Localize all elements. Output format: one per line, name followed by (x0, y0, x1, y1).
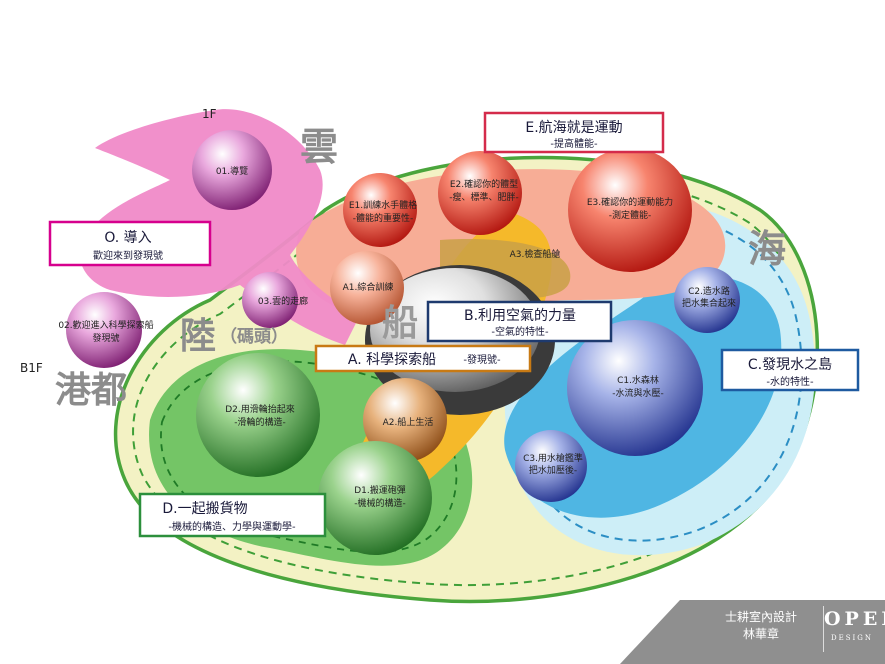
sphere-03[interactable] (242, 272, 298, 328)
box-a-title: A. 科學探索船 (348, 351, 436, 368)
sphere-02[interactable] (66, 292, 142, 368)
floor-label-b1f: B1F (20, 361, 43, 375)
box-o: O. 導入 歡迎來到發現號 (48, 220, 212, 267)
box-a-sub: -發現號- (463, 353, 501, 366)
box-b: B.利用空氣的力量 -空氣的特性- (426, 300, 613, 343)
logo-design: DESIGN (831, 634, 873, 642)
sphere-d2-label: D2.用滑輪抬起來 (225, 403, 295, 415)
box-b-sub: -空氣的特性- (491, 325, 549, 338)
sphere-a2-label: A2.船上生活 (383, 416, 434, 428)
sphere-d1[interactable] (318, 441, 432, 555)
sphere-d1-sub: -機械的構造- (354, 497, 406, 509)
footer-designer: 林華章 (742, 627, 779, 641)
sphere-01-label: 01.導覽 (216, 165, 248, 177)
sphere-02-sub: 發現號 (92, 332, 119, 344)
region-label-ship: 船 (382, 303, 418, 344)
sphere-e3-sub: -測定體能- (609, 209, 652, 221)
sphere-d2-sub: -滑輪的構造- (234, 416, 286, 428)
sphere-c1-sub: -水流與水壓- (612, 387, 664, 399)
box-o-sub: 歡迎來到發現號 (93, 249, 163, 262)
box-c: C.發現水之島 -水的特性- (720, 348, 860, 392)
footer-company: 士耕室內設計 (724, 610, 797, 624)
sphere-a1[interactable] (330, 251, 404, 325)
sphere-e2-sub: -瘦、標準、肥胖- (449, 191, 519, 203)
sphere-c3-sub: 把水加壓後- (529, 464, 577, 476)
sphere-e1[interactable] (343, 173, 417, 247)
sphere-c2-sub: 把水集合起來 (682, 297, 736, 309)
sphere-c2[interactable] (674, 267, 740, 333)
region-label-port: 港都 (55, 370, 127, 411)
box-c-title: C.發現水之島 (748, 357, 832, 373)
sphere-01[interactable] (192, 130, 272, 210)
sphere-e3-label: E3.確認你的運動能力 (587, 196, 673, 208)
sphere-d2[interactable] (196, 353, 320, 477)
footer-credit: 士耕室內設計 林華章 (716, 609, 806, 643)
box-d-sub: -機械的構造、力學與運動學- (168, 520, 296, 533)
sphere-03-label: 03.雲的走廊 (258, 295, 308, 307)
sphere-e3[interactable] (568, 148, 692, 272)
sphere-e1-sub: -體能的重要性- (353, 212, 414, 224)
sphere-e2[interactable] (438, 151, 522, 235)
box-o-title: O. 導入 (104, 230, 151, 246)
sphere-c1[interactable] (567, 320, 703, 456)
region-label-cloud: 雲 (300, 125, 338, 169)
open-design-logo: OPEN DESIGN (823, 606, 885, 652)
box-a: A. 科學探索船 -發現號- (314, 344, 532, 373)
sphere-a1-label: A1.綜合訓練 (343, 281, 394, 293)
sphere-c1-label: C1.水森林 (617, 374, 659, 386)
box-d-title: D.一起搬貨物 (162, 500, 247, 517)
sphere-a3-label: A3.檢查船艙 (510, 248, 561, 260)
region-label-land: 陸 (180, 316, 216, 357)
box-e-title: E.航海就是運動 (525, 120, 622, 136)
region-label-dock: （碼頭） (220, 326, 288, 347)
box-c-sub: -水的特性- (766, 375, 814, 388)
box-e: E.航海就是運動 -提高體能- (483, 111, 665, 154)
box-d: D.一起搬貨物 -機械的構造、力學與運動學- (138, 492, 327, 538)
box-e-sub: -提高體能- (550, 137, 598, 150)
logo-open: OPEN (824, 608, 885, 630)
region-label-sea: 海 (748, 227, 786, 271)
sphere-c3[interactable] (515, 430, 587, 502)
sphere-a2[interactable] (363, 378, 447, 462)
sphere-d1-label: D1.搬運砲彈 (354, 484, 406, 496)
sphere-e2-label: E2.確認你的體型 (450, 178, 518, 190)
box-b-title: B.利用空氣的力量 (464, 308, 576, 324)
sphere-c2-label: C2.造水路 (688, 285, 730, 297)
sphere-c3-label: C3.用水槍鑑準 (523, 452, 583, 464)
sphere-e1-label: E1.訓練水手體格 (349, 199, 417, 211)
sphere-02-label: 02.歡迎進入科學探索船 (58, 319, 153, 331)
floor-label-1f: 1F (202, 107, 217, 121)
